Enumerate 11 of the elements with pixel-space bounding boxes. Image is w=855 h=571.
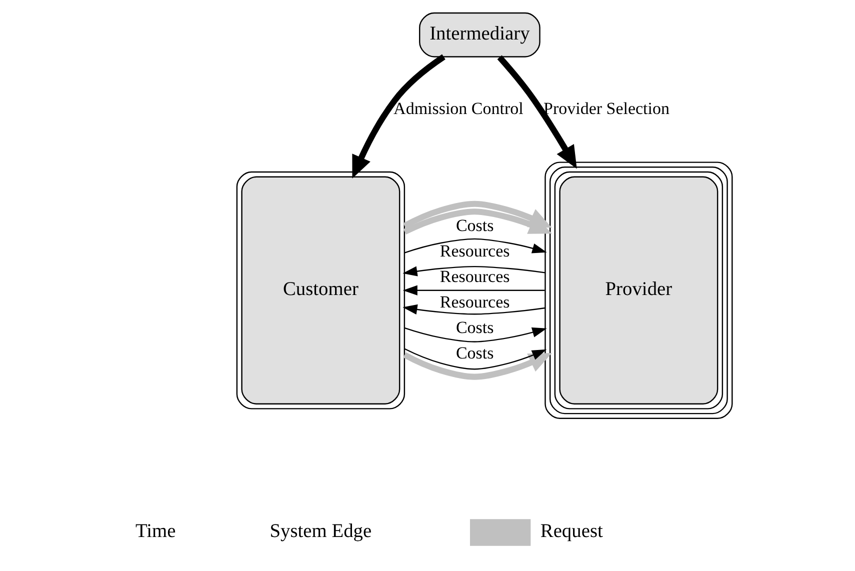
edge-label: Costs <box>456 216 494 236</box>
edge-label: Admission Control <box>394 99 524 118</box>
label: Time <box>135 521 176 542</box>
edge-label: Resources <box>440 267 510 286</box>
edge-label: Provider Selection <box>544 99 670 118</box>
edge-label: Resources <box>440 242 510 261</box>
edge-label: Resources <box>440 292 510 312</box>
legend-label: Request <box>540 521 603 542</box>
label: System Edge <box>270 521 372 542</box>
edge-label: Costs <box>456 344 494 363</box>
edge-label: Costs <box>456 318 494 338</box>
